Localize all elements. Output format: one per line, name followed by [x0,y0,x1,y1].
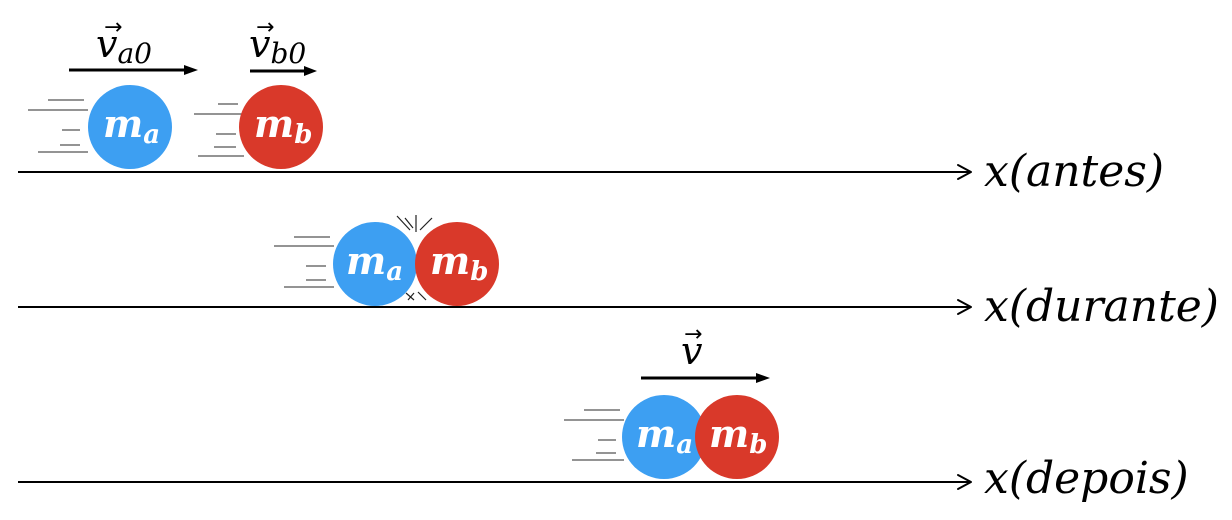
ball-mass-b-durante: mb [415,222,499,306]
axis-label-antes: x(antes) [984,146,1164,197]
motion-lines-depois [564,409,624,461]
ball-a-circle [88,85,172,169]
ball-mass-b-depois: mb [695,395,779,479]
ball-mass-b: mb [239,85,323,169]
axis-arrowhead-icon [957,299,972,315]
ball-b-circle [695,395,779,479]
axis-arrowhead-icon [957,164,972,180]
vector-accent-icon: → [684,322,702,347]
vector-accent-icon: → [104,15,122,40]
ball-a-circle [622,395,706,479]
axis-arrowhead-icon [957,474,972,490]
axis-depois: x(depois) [18,453,1189,504]
mass-b-label: mb [709,411,767,460]
axis-antes: x(antes) [18,146,1164,197]
velocity-vector-b0: → vb0 [249,15,317,76]
ball-mass-a-depois: ma [622,395,706,479]
velocity-a0-label: va0 [96,22,152,70]
ball-b-circle [239,85,323,169]
ball-mass-a-durante: ma [333,222,417,306]
vector-accent-icon: → [256,15,274,40]
stage-antes: → va0 → vb0 ma [18,15,1164,197]
mass-a-label: ma [636,411,693,460]
motion-lines-a [28,99,88,153]
ball-a-circle [333,222,417,306]
axis-durante: x(durante) [18,281,1219,332]
axis-label-durante: x(durante) [984,281,1219,332]
ball-b-circle [415,222,499,306]
velocity-vector-a0: → va0 [69,15,198,75]
velocity-v-label: v [681,329,703,373]
motion-lines-durante [274,236,334,288]
impact-spark-icon [396,215,433,301]
mass-b-label: mb [430,238,488,287]
stage-depois: → v ma mb x(depois) [18,322,1189,504]
mass-a-label: ma [103,101,160,150]
motion-lines-b [194,103,244,157]
velocity-vector-v: → v [641,322,770,383]
ball-mass-a: ma [88,85,172,169]
velocity-b0-label: vb0 [249,22,306,70]
axis-label-depois: x(depois) [984,453,1189,504]
stage-durante: ma mb x(durante) [18,215,1219,332]
mass-b-label: mb [254,101,312,150]
mass-a-label: ma [346,238,403,287]
